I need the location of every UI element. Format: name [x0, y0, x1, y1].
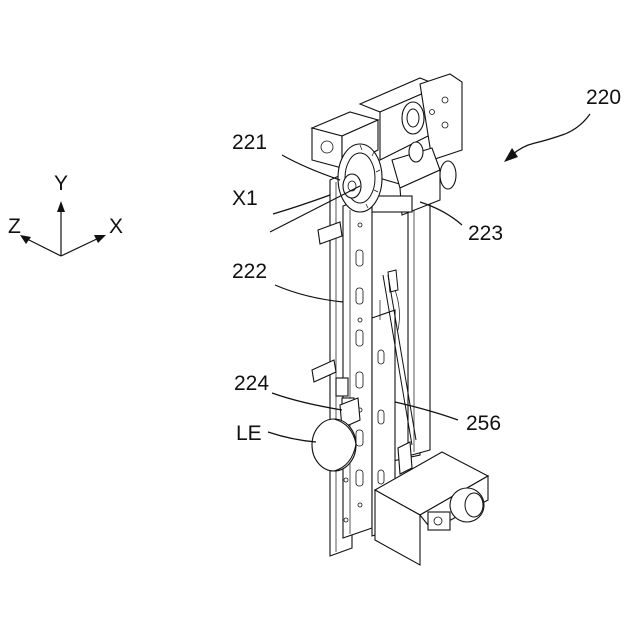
plate-hole [358, 318, 362, 322]
label-X1: X1 [232, 187, 258, 210]
plate-slot [356, 250, 363, 266]
lower-clamp [398, 442, 412, 474]
y-axis-arrowhead [57, 201, 65, 212]
right-rail [408, 192, 430, 456]
slider-slot [378, 410, 384, 424]
x-axis-arrow [61, 237, 101, 256]
plate-hole [344, 518, 348, 522]
label-221: 221 [232, 131, 267, 154]
upper-pulley [402, 102, 424, 134]
plate-slot [356, 330, 363, 346]
plate-slot [356, 470, 363, 486]
axes-symbol: Y X Z [8, 172, 123, 256]
axis-label-x: X [109, 215, 123, 238]
label-LE: LE [236, 422, 262, 445]
leader-X1-upper [273, 195, 330, 214]
motor-end [440, 161, 456, 189]
plate-hole [358, 223, 362, 227]
slider-slot [378, 470, 384, 484]
right-bracket [420, 74, 462, 160]
lower-motor [450, 488, 484, 522]
leader-LE [268, 432, 316, 442]
bracket-hole [442, 97, 448, 103]
plate-slot [356, 430, 363, 446]
plate-hole [344, 478, 348, 482]
label-223: 223 [468, 222, 503, 245]
label-222: 222 [232, 260, 267, 283]
assembly-reference: 220 [504, 86, 621, 162]
label-256: 256 [466, 412, 501, 435]
plate-slot [356, 372, 363, 388]
coupling-hole [434, 517, 442, 525]
bracket-hole [442, 122, 448, 128]
axis-label-z: Z [8, 215, 21, 238]
bracket-hole [430, 110, 435, 115]
top-block-hole [321, 141, 333, 153]
lift-mechanism [312, 74, 488, 565]
slider-slot [378, 350, 384, 364]
plate-slot [356, 288, 363, 304]
small-gear [409, 142, 423, 162]
leader-220 [512, 114, 590, 155]
label-220: 220 [586, 86, 621, 109]
z-axis-arrow [25, 238, 61, 256]
plate-hole [358, 503, 362, 507]
mid-block [336, 378, 348, 396]
z-axis-arrowhead [20, 235, 31, 244]
vertical-plate-222 [343, 196, 372, 538]
axis-label-y: Y [54, 172, 68, 195]
label-224: 224 [234, 372, 269, 395]
arrowhead-220 [504, 148, 518, 162]
lens-LE [312, 419, 356, 471]
